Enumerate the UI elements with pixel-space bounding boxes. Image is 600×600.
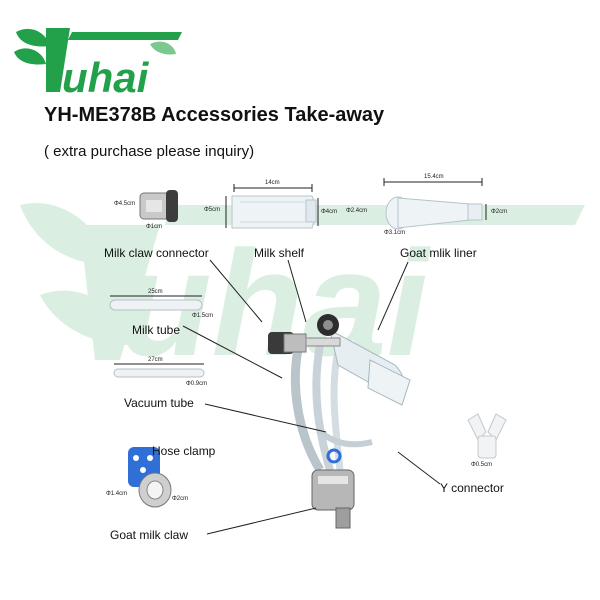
svg-text:uhai: uhai: [62, 54, 150, 101]
milk-shelf-image: [231, 195, 317, 229]
dim-y-connector-d: Φ0.5cm: [471, 462, 493, 468]
dim-claw-connector-d1: Φ4.5cm: [114, 201, 136, 207]
leaf-icon: [14, 48, 46, 65]
dim-liner-d3: Φ2cm: [491, 209, 508, 215]
dim-shelf-d2: Φ4cm: [321, 209, 338, 215]
dim-milk-tube-d: Φ1.5cm: [192, 313, 214, 319]
dim-claw-connector-d2: Φ1cm: [146, 224, 163, 230]
dim-liner-length: 15.4cm: [424, 174, 444, 180]
milk-claw-connector-image: [139, 190, 178, 222]
page-subtitle: ( extra purchase please inquiry): [44, 143, 255, 160]
dim-vacuum-tube-d: Φ0.9cm: [186, 381, 208, 387]
page-title: YH-ME378B Accessories Take-away: [44, 104, 385, 126]
label-milk-claw-connector: Milk claw connector: [104, 246, 209, 260]
label-y-connector: Y connector: [440, 481, 504, 495]
label-goat-liner: Goat mlik liner: [400, 246, 477, 260]
label-goat-milk-claw: Goat milk claw: [110, 528, 189, 542]
claw-assembly-image: [268, 314, 411, 529]
leaf-icon: [16, 28, 50, 47]
dim-clamp-d1: Φ1.4cm: [106, 491, 128, 497]
yuhai-logo: uhai: [14, 28, 182, 101]
dim-clamp-d2: Φ2cm: [172, 496, 189, 502]
leaf-icon: [150, 41, 176, 55]
goat-liner-image: [385, 196, 483, 230]
milk-tube-image: [109, 299, 203, 311]
y-connector-image: [467, 413, 507, 459]
label-hose-clamp: Hose clamp: [152, 444, 216, 458]
dim-liner-d2: Φ3.1cm: [384, 230, 406, 236]
label-milk-tube: Milk tube: [132, 323, 181, 337]
label-milk-shelf: Milk shelf: [254, 246, 305, 260]
dim-vacuum-tube-length: 27cm: [148, 357, 163, 363]
dim-liner-d1: Φ2.4cm: [346, 208, 368, 214]
dim-milk-tube-length: 25cm: [148, 289, 163, 295]
vacuum-tube-image: [113, 368, 205, 378]
hose-clamp-image: [128, 447, 172, 508]
dim-shelf-length: 14cm: [265, 180, 280, 186]
dim-shelf-d1: Φ5cm: [204, 207, 221, 213]
label-vacuum-tube: Vacuum tube: [124, 396, 194, 410]
